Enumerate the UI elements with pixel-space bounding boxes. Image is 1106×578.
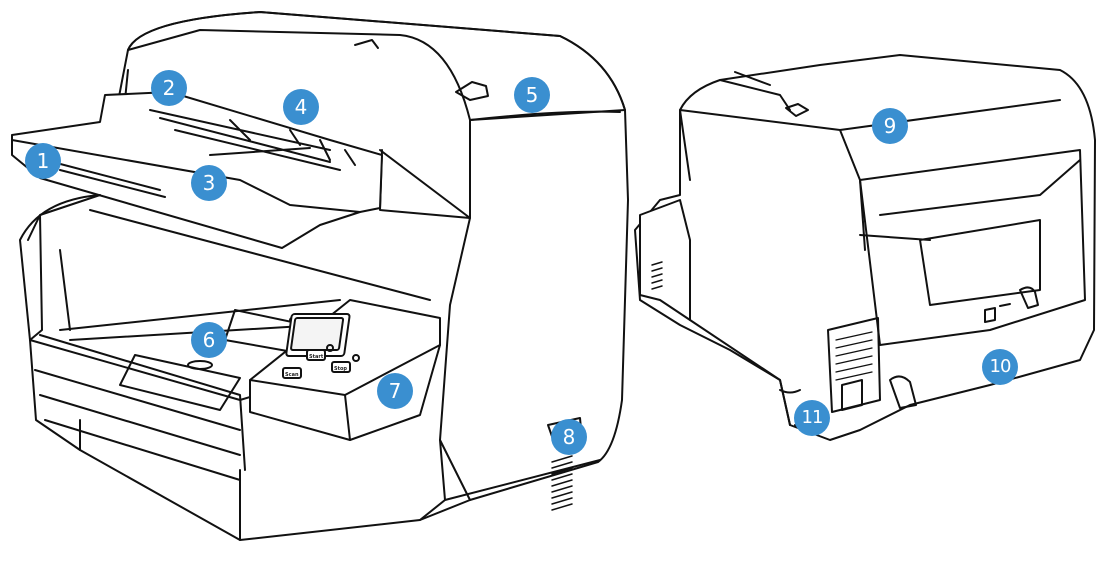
callout-6: 6: [191, 322, 227, 358]
rear-security-slot: [984, 303, 1011, 323]
panel-label-stop: Stop: [334, 366, 347, 372]
front-scanner-view: [11, 11, 629, 541]
rear-power-port: [841, 379, 863, 411]
front-panel-button-scan[interactable]: [282, 367, 302, 379]
panel-button-labels: Scan Stop Start: [285, 354, 347, 378]
rear-foot-right: [1019, 286, 1039, 309]
callout-3: 3: [191, 165, 227, 201]
callout-9: 9: [872, 108, 908, 144]
rear-top-latch: [785, 103, 809, 117]
callout-2: 2: [151, 70, 187, 106]
front-top-lid: [127, 11, 626, 121]
front-side-edge: [439, 110, 621, 501]
rear-foot-left: [889, 375, 917, 409]
front-output-tray: [27, 194, 431, 471]
front-panel-button-start[interactable]: [306, 349, 326, 361]
callout-8: 8: [551, 419, 587, 455]
callout-1: 1: [25, 143, 61, 179]
rear-scanner-view: [634, 54, 1096, 441]
front-panel-button-stop[interactable]: [331, 361, 351, 373]
front-lid-latch: [455, 81, 489, 101]
callout-7: 7: [377, 373, 413, 409]
rear-vent-grille: [827, 317, 881, 413]
callout-10: 10: [982, 349, 1018, 385]
callout-4: 4: [283, 89, 319, 125]
callout-11: 11: [794, 400, 830, 436]
panel-label-scan: Scan: [285, 372, 299, 378]
callout-5: 5: [514, 77, 550, 113]
panel-label-start: Start: [309, 354, 324, 360]
front-document-guides: [149, 109, 356, 171]
front-vent-grille: [551, 455, 573, 511]
